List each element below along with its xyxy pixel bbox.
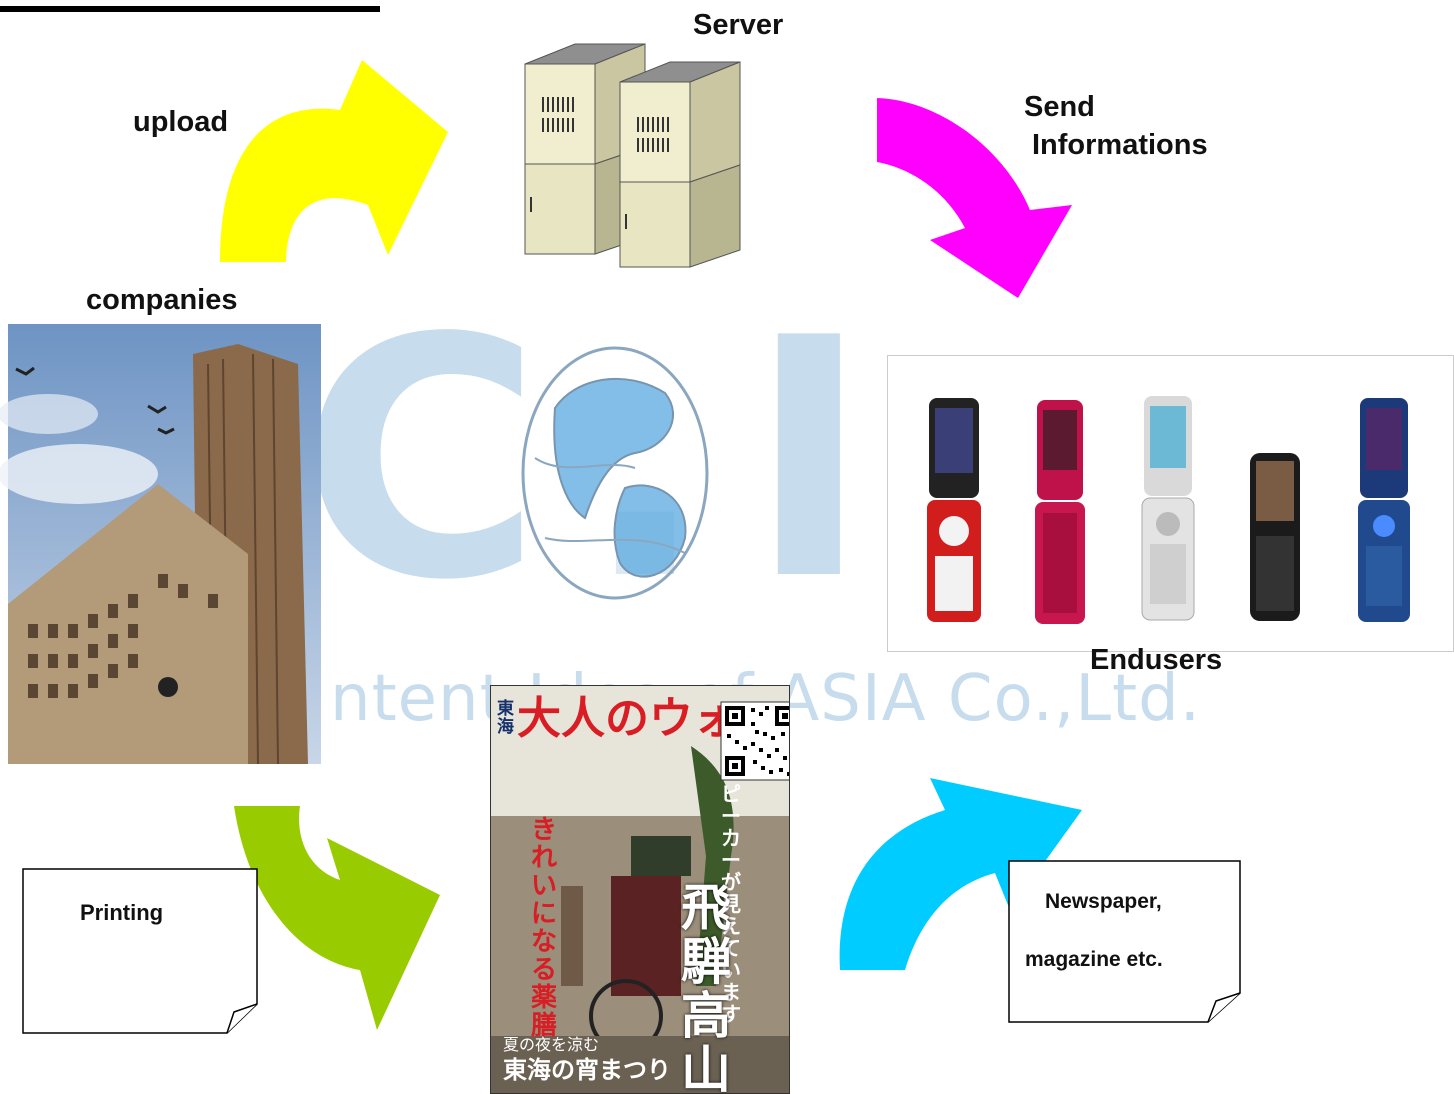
magazine-cover: 東海 大人のウォーカー きれいになる薬膳 スピーカーが見えています 飛騨高山 夏…: [490, 685, 790, 1094]
phone-icon: [1358, 398, 1410, 622]
server-label: Server: [693, 9, 784, 41]
send-label-line2: Informations: [1032, 129, 1208, 161]
upload-label: upload: [133, 106, 229, 138]
newspaper-note-line1: Newspaper,: [1045, 890, 1162, 913]
newspaper-note-line2: magazine etc.: [1025, 948, 1163, 971]
printing-note-shape: [22, 868, 258, 1034]
server-icon: [524, 43, 741, 268]
phone-icon: [1141, 396, 1195, 621]
qr-code-icon: [720, 701, 789, 781]
endusers-image: [887, 355, 1454, 652]
endusers-label: Endusers: [1090, 644, 1223, 676]
magazine-big-title: 飛騨高山: [681, 878, 731, 1094]
magazine-bottom-big: 東海の宵まつり: [503, 1055, 671, 1084]
companies-photo: [0, 324, 321, 765]
phone-icon: [1035, 400, 1085, 624]
phone-icon: [1250, 453, 1300, 621]
printing-note-text: Printing: [80, 900, 164, 925]
globe-icon: [521, 346, 709, 600]
companies-label: companies: [86, 284, 238, 316]
top-rule: [0, 6, 380, 12]
magazine-bottom-small: 夏の夜を涼む: [503, 1035, 600, 1054]
phone-icon: [927, 398, 981, 622]
newspaper-note-shape: [1008, 860, 1241, 1023]
magazine-region: 東海: [497, 699, 514, 737]
magazine-sub: きれいになる薬膳: [531, 815, 558, 1041]
send-label-line1: Send: [1024, 91, 1095, 123]
